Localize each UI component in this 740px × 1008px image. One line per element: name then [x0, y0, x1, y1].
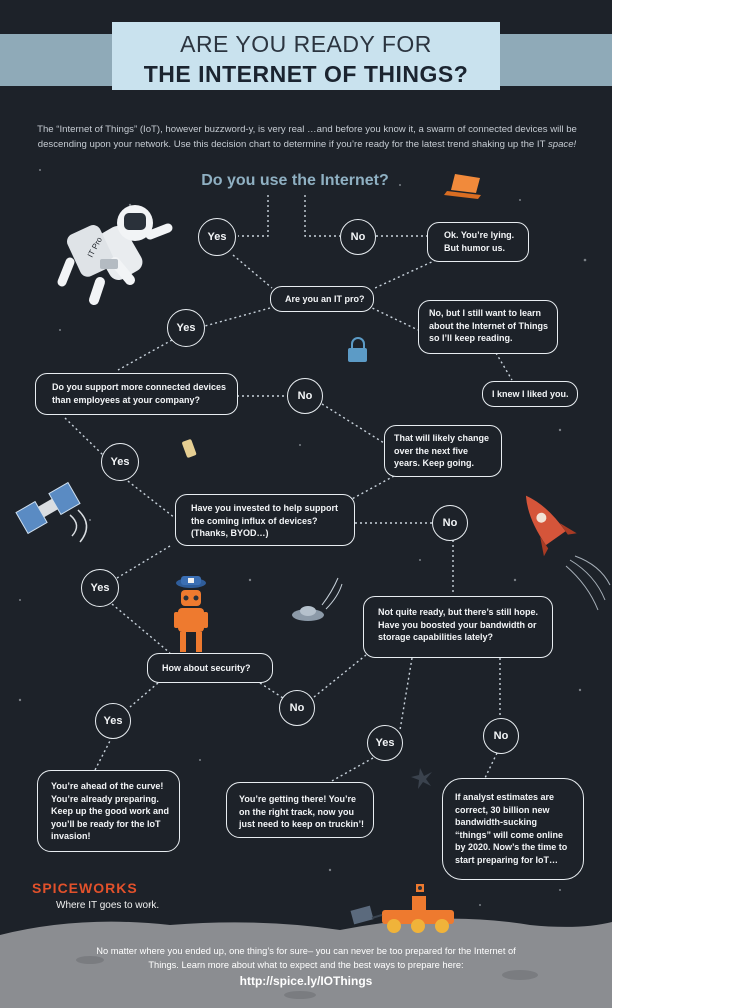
- answer-yes-it-pro: Yes: [167, 309, 205, 347]
- question-support-devices: Do you support more connected devices th…: [35, 373, 238, 415]
- answer-yes-invested: Yes: [81, 569, 119, 607]
- infographic-poster: IT Pro: [0, 0, 612, 1008]
- moon-surface: [0, 918, 612, 1008]
- footer-link[interactable]: http://spice.ly/IOThings: [239, 974, 373, 988]
- brand-name: SPICEWORKS: [32, 880, 138, 896]
- laptop-icon: [444, 174, 481, 199]
- outcome-analyst-estimates: If analyst estimates are correct, 30 bil…: [442, 778, 584, 880]
- rocket-icon: [525, 495, 577, 557]
- astronaut-icon: [57, 205, 173, 305]
- rover-icon: [350, 884, 454, 933]
- rocket-trail: [565, 555, 611, 611]
- chip-icon: [182, 439, 197, 458]
- background-illustrations: IT Pro: [0, 169, 612, 1008]
- signal-waves: [69, 514, 78, 537]
- question-invested: Have you invested to help support the co…: [175, 494, 355, 546]
- question-security: How about security?: [147, 653, 273, 683]
- intro-text: The “Internet of Things” (IoT), however …: [37, 124, 577, 150]
- node-lying: Ok. You’re lying. But humor us.: [427, 222, 529, 262]
- dark-star-shape: [411, 768, 432, 789]
- stars: [18, 169, 587, 906]
- page-title-line1: ARE YOU READY FOR: [180, 31, 432, 57]
- outcome-getting-there: You’re getting there! You’re on the righ…: [226, 782, 374, 838]
- intro-paragraph: The “Internet of Things” (IoT), however …: [30, 122, 584, 152]
- ufo-icon: [292, 577, 343, 621]
- answer-yes-devices: Yes: [101, 443, 139, 481]
- node-likely-change: That will likely change over the next fi…: [384, 425, 502, 477]
- answer-no-internet: No: [340, 219, 376, 255]
- answer-yes-bandwidth: Yes: [367, 725, 403, 761]
- satellite-icon: [15, 481, 81, 535]
- answer-yes-internet: Yes: [198, 218, 236, 256]
- footer-text: No matter where you ended up, one thing’…: [96, 946, 516, 970]
- intro-emphasis: space!: [547, 139, 577, 150]
- answer-no-devices: No: [287, 378, 323, 414]
- brand-tagline: Where IT goes to work.: [56, 900, 160, 911]
- spiceworks-logo: SPICEWORKS Where IT goes to work.: [32, 880, 159, 911]
- question-use-internet: Do you use the Internet?: [201, 172, 389, 189]
- robot-guard-icon: [174, 576, 208, 652]
- answer-no-bandwidth: No: [483, 718, 519, 754]
- node-liked-you: I knew I liked you.: [482, 381, 578, 407]
- answer-no-security: No: [279, 690, 315, 726]
- node-still-learn: No, but I still want to learn about the …: [418, 300, 558, 354]
- title-box: ARE YOU READY FOR THE INTERNET OF THINGS…: [112, 22, 500, 90]
- node-still-hope: Not quite ready, but there’s still hope.…: [363, 596, 553, 658]
- question-it-pro: Are you an IT pro?: [270, 286, 374, 312]
- flow-connectors: [64, 195, 513, 783]
- outcome-ahead-of-curve: You’re ahead of the curve! You’re alread…: [37, 770, 180, 852]
- page-title-line2: THE INTERNET OF THINGS?: [143, 61, 469, 87]
- padlock-icon: [348, 337, 367, 362]
- answer-no-invested: No: [432, 505, 468, 541]
- answer-yes-security: Yes: [95, 703, 131, 739]
